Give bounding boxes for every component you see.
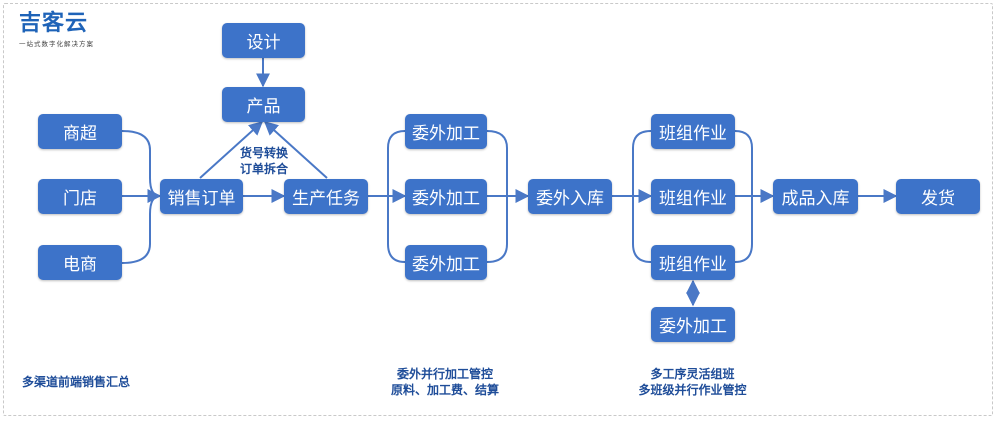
node-outsource-3: 委外加工 <box>405 245 487 280</box>
node-team-work-1: 班组作业 <box>651 114 735 149</box>
caption-outsource: 委外并行加工管控 原料、加工费、结算 <box>370 366 520 398</box>
logo: 吉客云 一站式数字化解决方案 <box>19 11 94 49</box>
conversion-label: 货号转换 订单拆合 <box>228 145 300 177</box>
node-product: 产品 <box>222 87 305 122</box>
edge-ecommerce-to-merge <box>121 195 161 264</box>
node-team-work-2: 班组作业 <box>651 179 735 214</box>
conversion-label-line2: 订单拆合 <box>239 162 288 176</box>
edge-split-to-outsource-1 <box>387 130 406 263</box>
node-design: 设计 <box>222 23 305 58</box>
node-outsource-stock-in: 委外入库 <box>528 179 612 214</box>
conversion-label-line1: 货号转换 <box>239 146 288 160</box>
node-ecommerce: 电商 <box>38 245 122 280</box>
caption-outsource-line1: 委外并行加工管控 <box>396 367 493 381</box>
edge-sales-order-to-product <box>199 121 264 179</box>
node-mall: 商超 <box>38 114 122 149</box>
node-finished-stock-in: 成品入库 <box>773 179 858 214</box>
caption-sales-summary: 多渠道前端销售汇总 <box>22 375 131 389</box>
node-outsource-4: 委外加工 <box>651 307 735 342</box>
caption-team-line1: 多工序灵活组班 <box>650 367 735 381</box>
node-production-task: 生产任务 <box>284 179 368 214</box>
diagram-frame <box>3 3 993 416</box>
node-shipping: 发货 <box>896 179 980 214</box>
caption-team-line2: 多班级并行作业管控 <box>638 383 747 397</box>
node-sales-order: 销售订单 <box>160 179 243 214</box>
logo-tagline: 一站式数字化解决方案 <box>19 40 94 48</box>
node-store: 门店 <box>38 179 122 214</box>
node-outsource-1: 委外加工 <box>405 114 487 149</box>
edge-production-to-product <box>263 121 328 179</box>
caption-team: 多工序灵活组班 多班级并行作业管控 <box>615 366 770 398</box>
logo-name: 吉客云 <box>19 11 89 36</box>
edge-mall-to-merge <box>121 130 161 197</box>
node-outsource-2: 委外加工 <box>405 179 487 214</box>
node-team-work-3: 班组作业 <box>651 245 735 280</box>
edge-split-to-team-1 <box>632 130 652 263</box>
caption-outsource-line2: 原料、加工费、结算 <box>390 383 499 397</box>
